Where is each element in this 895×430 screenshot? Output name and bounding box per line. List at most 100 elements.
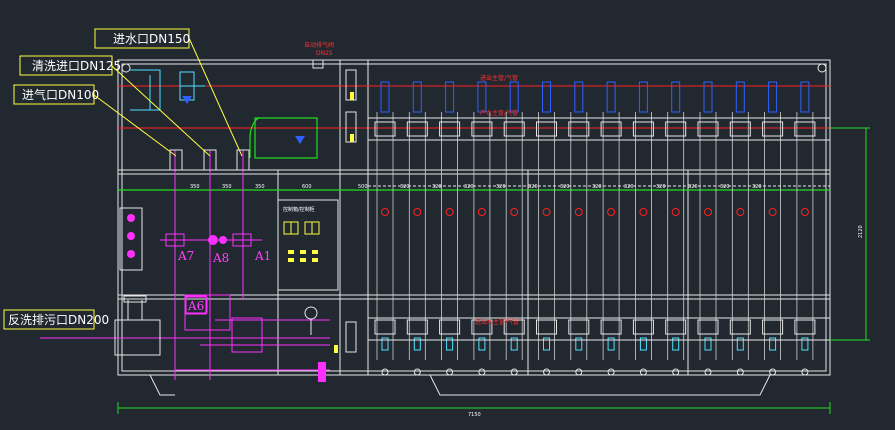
module-marker-icon [510,208,519,216]
top-connector-icon [509,81,519,113]
bottom-header-block [665,319,687,335]
bottom-connector-icon [446,337,454,351]
top-header-block [471,121,493,137]
drain-port-icon [381,368,389,376]
bottom-header-block [794,319,816,335]
bottom-header-block [568,319,590,335]
membrane-module-rack [367,81,831,376]
module-marker-icon [607,208,616,216]
left-skid-pipes [114,149,250,356]
dimension-label: 350 [222,184,232,190]
vent-valve-icon [312,59,324,69]
drain-port-icon [607,368,615,376]
bottom-header-block [697,319,719,335]
dimension-label: 320 [496,184,506,190]
dimension-label: 320 [400,184,410,190]
bottom-connector-icon [704,337,712,351]
drain-valve-icon [318,362,326,382]
callout-air-inlet: 进气口DN100 [13,84,177,157]
valve-label-a8: A8 [212,251,229,265]
bottom-header-block [729,319,751,335]
cabinet-title: 控制箱/控制柜 [283,206,315,213]
top-header-block [665,121,687,137]
valve-label-a7: A7 [177,249,194,263]
top-connector-icon [735,81,745,113]
top-connector-icon [445,81,455,113]
drain-port-icon [672,368,680,376]
bottom-header-block [406,319,428,335]
top-pipe-label-a: 进出主管/气管 [480,74,518,82]
bottom-connector-icon [736,337,744,351]
callout-wash-inlet-text: 清洗进口DN125 [32,59,121,73]
top-pipe-label-b: 产水主管/气管 [480,109,518,117]
top-connector-icon [800,81,810,113]
dimension-label: 320 [688,184,698,190]
module-marker-icon [639,208,648,216]
valve-handle-icon [208,235,227,245]
module-marker-icon [671,208,680,216]
top-header-block [439,121,461,137]
drain-port-icon [446,368,454,376]
bottom-connector-icon [769,337,777,351]
bottom-header-block [471,319,493,335]
yellow-marker-icon [334,92,354,353]
top-connector-icon [606,81,616,113]
overall-height-text: 2120 [858,225,864,238]
top-connector-icon [671,81,681,113]
overall-width-text: 7150 [468,412,481,418]
dimension-label: 320 [432,184,442,190]
auto-vent-sub-label: DN25 [316,50,333,57]
blue-valve-icon [182,96,305,144]
drain-port-icon [704,368,712,376]
dimension-label: 320 [528,184,538,190]
top-header-block [536,121,557,137]
top-header-block [503,121,525,137]
bottom-connector-icon [413,337,421,351]
callout-inlet: 进水口DN150 [94,28,243,157]
bottom-connector-icon [381,337,389,351]
top-connector-icon [574,81,584,113]
drain-port-icon [543,368,550,376]
bottom-connector-icon [607,337,615,351]
drain-port-icon [736,368,744,376]
magenta-pipes [40,150,330,380]
bottom-header-block [762,319,784,335]
module-marker-icon [542,208,551,216]
bottom-manifold [367,317,831,341]
bottom-connector-icon [543,337,550,351]
module-marker-icon [704,208,712,216]
callout-backwash-drain-text: 反洗排污口DN200 [8,313,109,327]
drain-port-icon [413,368,421,376]
top-connector-icon [768,81,778,113]
top-connector-icon [477,81,487,113]
bottom-pipe-label: 进出水主管/气管 [475,318,519,326]
dimension-label: 600 [302,184,312,190]
top-connector-icon [542,81,551,113]
bottom-connector-icon [639,337,647,351]
top-header-block [697,121,719,137]
drain-port-icon [801,368,809,376]
bottom-header-block [536,319,557,335]
valve-a6-box: A6 [184,296,208,314]
module-marker-icon [413,208,422,216]
top-manifold [367,117,831,141]
valve-label-a6: A6 [187,299,204,313]
auto-vent-label: 自动排气阀 [304,41,334,49]
callout-wash-inlet: 清洗进口DN125 [19,55,211,157]
dimension-label: 320 [624,184,634,190]
callout-air-inlet-text: 进气口DN100 [22,87,99,102]
dimension-label: 320 [752,184,762,190]
bottom-header-block [374,319,396,335]
bottom-header-block [632,319,654,335]
module-marker-icon [736,208,745,216]
top-header-block [600,121,622,137]
drain-port-icon [575,368,583,376]
callout-inlet-text: 进水口DN150 [113,32,190,46]
drain-port-icon [510,368,518,376]
top-header-block [632,121,654,137]
top-connector-icon [380,81,390,113]
dimension-label: 350 [255,184,265,190]
top-connector-icon [703,81,713,113]
